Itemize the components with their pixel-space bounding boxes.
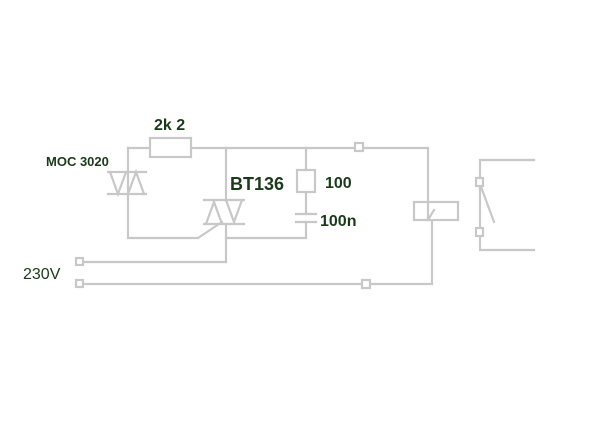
snubber-bottom-wire	[224, 220, 308, 240]
top-rail-wire	[126, 146, 430, 204]
label-bt136: BT136	[230, 174, 284, 194]
relay-contact-terminal-2	[474, 226, 485, 238]
snubber-capacitor	[294, 212, 318, 224]
mains-line-2	[80, 218, 434, 286]
relay-switch-blade	[478, 182, 496, 224]
bottom-terminal	[360, 278, 372, 290]
mains-terminal-2	[74, 278, 85, 289]
opto-triac-symbol	[106, 168, 148, 198]
relay-coil	[412, 200, 460, 222]
label-2k2: 2k 2	[154, 117, 185, 134]
snubber-resistor	[295, 168, 317, 194]
relay-contact-terminal-1	[474, 176, 485, 188]
opto-vertical-wire	[126, 146, 200, 240]
label-moc3020: MOC 3020	[46, 154, 109, 169]
mains-terminal-1	[74, 256, 85, 267]
label-snubber-capacitor: 100n	[320, 213, 356, 230]
relay-contact-wire	[478, 158, 536, 252]
bt136-triac-symbol	[202, 198, 246, 226]
label-snubber-resistor: 100	[325, 175, 352, 192]
resistor-2k2	[148, 136, 193, 159]
top-terminal	[353, 141, 365, 153]
label-230v: 230V	[23, 266, 61, 283]
